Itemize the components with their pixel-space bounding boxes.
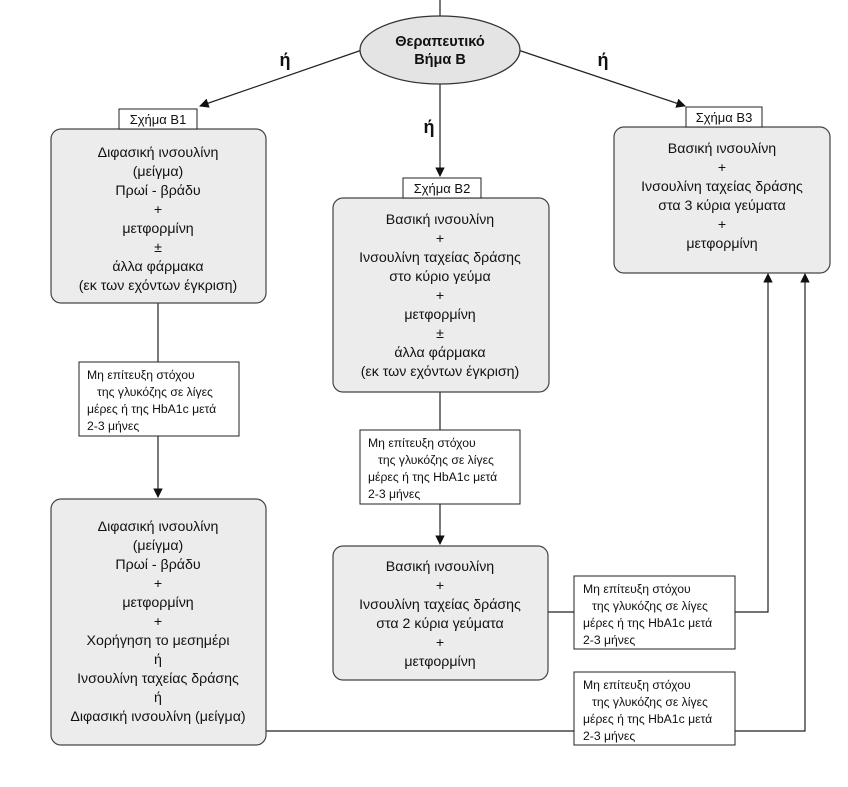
scheme-b2-next-line-5: + [436, 635, 444, 651]
scheme-b3-line-5: + [718, 217, 726, 233]
scheme-b3-line-6: μετφορμίνη [686, 236, 757, 252]
note-b2-box [359, 429, 521, 505]
scheme-b2-line-9: (εκ των εχόντων έγκριση) [361, 364, 520, 380]
or-label-middle: ή [424, 117, 435, 137]
note-b1-next-line-2: της γλυκόζης σε λίγες [592, 695, 708, 709]
scheme-b2-line-7: ± [436, 326, 444, 342]
note-b1-box [78, 361, 240, 437]
scheme-b1-next-line-11: Διφασική ινσουλίνη (μείγμα) [70, 709, 245, 725]
scheme-b1-line-2: (μείγμα) [133, 164, 184, 180]
note-b1-line-3: μέρες ή της HbA1c μετά [87, 402, 216, 416]
scheme-b2-next-step: Βασική ινσουλίνη + Ινσουλίνη ταχείας δρά… [332, 545, 549, 681]
note-b2-next-box [573, 575, 736, 650]
scheme-b1-next-line-7: Χορήγηση το μεσημέρι [87, 633, 230, 649]
note-b2-next: Μη επίτευξη στόχου της γλυκόζης σε λίγες… [573, 575, 736, 650]
scheme-b3: Σχήμα Β3 Βασική ινσουλίνη + Ινσουλίνη τα… [613, 106, 831, 274]
note-b1-next-box [573, 671, 736, 746]
scheme-b1-next-step: Διφασική ινσουλίνη (μείγμα) Πρωί - βράδυ… [50, 498, 267, 746]
scheme-b3-line-1: Βασική ινσουλίνη [668, 141, 776, 157]
scheme-b1-line-3: Πρωί - βράδυ [115, 183, 200, 199]
scheme-b3-label: Σχήμα Β3 [696, 110, 753, 125]
scheme-b3-line-4: στα 3 κύρια γεύματα [658, 198, 786, 214]
scheme-b3-label-box [685, 106, 763, 128]
scheme-b1-line-1: Διφασική ινσουλίνη [98, 145, 219, 161]
note-b1: Μη επίτευξη στόχου της γλυκόζης σε λίγες… [78, 361, 240, 437]
note-b2-line-2: της γλυκόζης σε λίγες [378, 453, 494, 467]
note-b2-next-line-1: Μη επίτευξη στόχου [583, 582, 691, 596]
start-title-line-1: Θεραπευτικό [395, 34, 485, 50]
scheme-b1-next-line-9: Ινσουλίνη ταχείας δράσης [77, 671, 239, 687]
scheme-b2-next-line-2: + [436, 578, 444, 594]
note-b2-next-line-3: μέρες ή της HbA1c μετά [583, 616, 712, 630]
note-b2: Μη επίτευξη στόχου της γλυκόζης σε λίγες… [359, 429, 521, 505]
scheme-b1-line-6: ± [154, 240, 162, 256]
note-b2-line-1: Μη επίτευξη στόχου [368, 436, 476, 450]
or-label-right: ή [598, 50, 609, 70]
scheme-b2-line-6: μετφορμίνη [404, 307, 475, 323]
scheme-b3-line-2: + [718, 160, 726, 176]
scheme-b1-line-8: (εκ των εχόντων έγκριση) [79, 278, 238, 294]
note-b1-line-2: της γλυκόζης σε λίγες [97, 385, 213, 399]
note-b1-line-1: Μη επίτευξη στόχου [87, 368, 195, 382]
note-b2-line-3: μέρες ή της HbA1c μετά [368, 470, 497, 484]
scheme-b2-label-box [402, 177, 482, 199]
scheme-b1-line-5: μετφορμίνη [122, 221, 193, 237]
scheme-b1-next-line-3: Πρωί - βράδυ [115, 557, 200, 573]
scheme-b2-next-line-6: μετφορμίνη [404, 654, 475, 670]
scheme-b2-label: Σχήμα Β2 [414, 181, 471, 196]
start-node: Θεραπευτικό Βήμα Β [359, 15, 521, 85]
scheme-b1-next-line-10: ή [154, 690, 162, 706]
note-b1-next: Μη επίτευξη στόχου της γλυκόζης σε λίγες… [573, 671, 736, 746]
scheme-b2-next-line-3: Ινσουλίνη ταχείας δράσης [359, 597, 521, 613]
scheme-b2-line-4: στο κύριο γεύμα [389, 269, 490, 285]
scheme-b2: Σχήμα Β2 Βασική ινσουλίνη + Ινσουλίνη τα… [332, 177, 550, 393]
note-b2-line-4: 2-3 μήνες [368, 487, 420, 501]
note-b1-line-4: 2-3 μήνες [87, 419, 139, 433]
scheme-b1-next-line-2: (μείγμα) [133, 538, 184, 554]
scheme-b1: Σχήμα Β1 Διφασική ινσουλίνη (μείγμα) Πρω… [50, 108, 267, 304]
scheme-b2-next-line-4: στα 2 κύρια γεύματα [376, 616, 504, 632]
scheme-b1-next-line-1: Διφασική ινσουλίνη [98, 519, 219, 535]
scheme-b2-line-2: + [436, 231, 444, 247]
scheme-b2-line-8: άλλα φάρμακα [394, 345, 485, 361]
arrow-to-b1 [199, 49, 363, 108]
note-b1-next-line-3: μέρες ή της HbA1c μετά [583, 712, 712, 726]
scheme-b1-next-box [50, 498, 267, 746]
note-b1-next-line-1: Μη επίτευξη στόχου [583, 678, 691, 692]
or-label-left: ή [280, 50, 291, 70]
scheme-b1-label-box [118, 108, 198, 130]
note-b2-next-line-4: 2-3 μήνες [583, 633, 635, 647]
note-b2-next-line-2: της γλυκόζης σε λίγες [592, 599, 708, 613]
arrow-b2next-to-b3 [548, 273, 773, 613]
note-b1-next-line-4: 2-3 μήνες [583, 729, 635, 743]
scheme-b2-line-5: + [436, 288, 444, 304]
scheme-b1-next-line-5: μετφορμίνη [122, 595, 193, 611]
scheme-b1-next-line-4: + [154, 576, 162, 592]
scheme-b1-next-line-8: ή [154, 652, 162, 668]
scheme-b1-label: Σχήμα Β1 [130, 112, 187, 127]
arrow-to-b3 [517, 49, 686, 108]
scheme-b2-next-line-1: Βασική ινσουλίνη [386, 559, 494, 575]
scheme-b1-line-7: άλλα φάρμακα [112, 259, 203, 275]
arrow-b1next-to-b3 [265, 273, 810, 732]
start-title-line-2: Βήμα Β [414, 52, 466, 68]
scheme-b2-next-box [332, 545, 549, 681]
scheme-b1-line-4: + [154, 202, 162, 218]
scheme-b2-line-3: Ινσουλίνη ταχείας δράσης [359, 250, 521, 266]
scheme-b3-line-3: Ινσουλίνη ταχείας δράσης [641, 179, 803, 195]
scheme-b1-next-line-6: + [154, 614, 162, 630]
scheme-b2-line-1: Βασική ινσουλίνη [386, 212, 494, 228]
